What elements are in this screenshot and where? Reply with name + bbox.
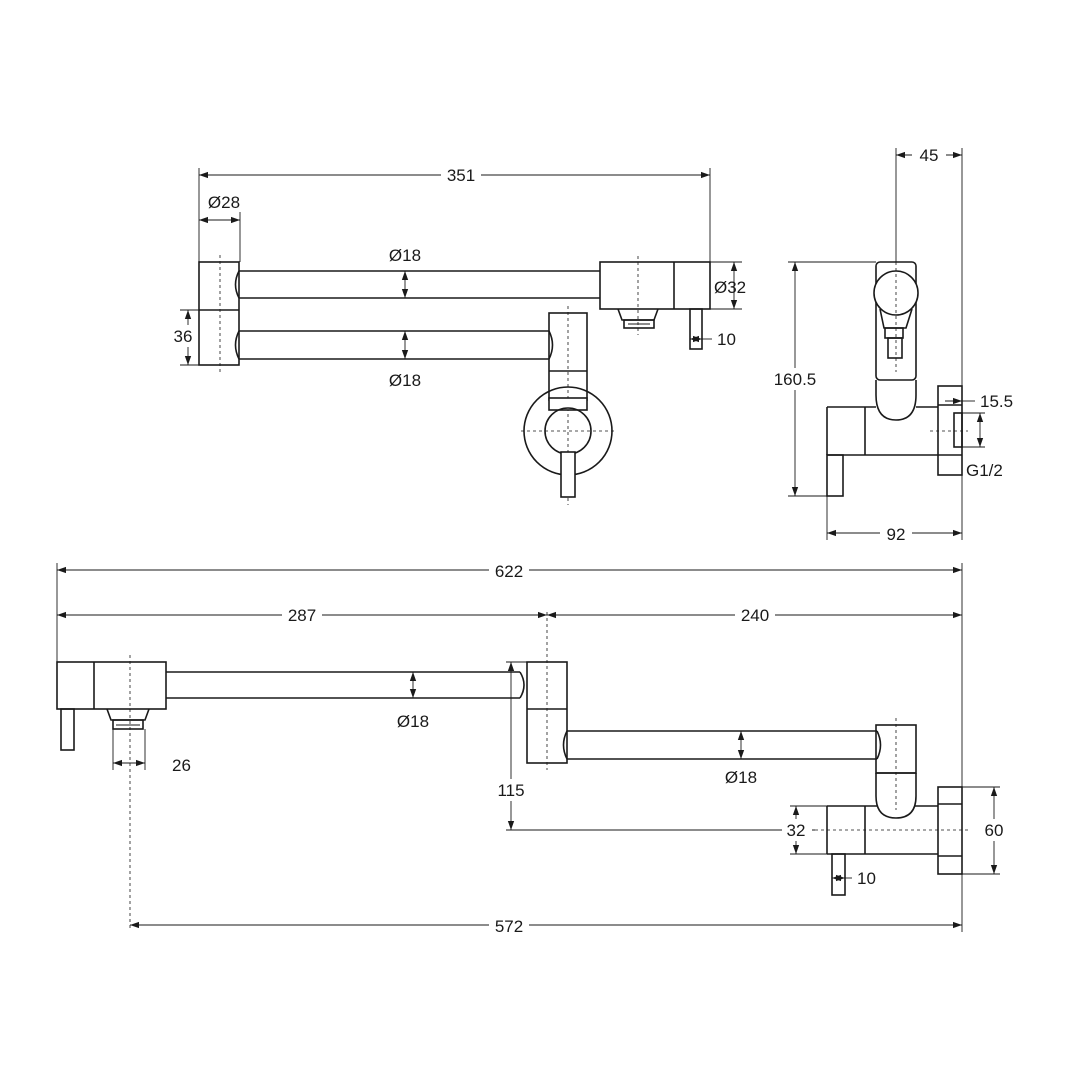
dim-reach-label: 572 (495, 917, 523, 936)
top-spout-block (599, 261, 711, 310)
front-handle-right (831, 853, 846, 896)
dim-upper-arm-label: Ø18 (389, 246, 421, 265)
dim-inner-arm-length-label: 240 (741, 606, 769, 625)
dim-depth-bottom-label: 92 (887, 525, 906, 544)
front-view: 622 287 240 Ø18 26 Ø18 115 32 60 10 (56, 560, 1010, 936)
front-spout-block (56, 661, 167, 710)
front-flange (937, 786, 963, 875)
dim-flange-height-label: 60 (985, 821, 1004, 840)
top-pivot-block (198, 261, 240, 366)
dim-depth-top-label: 45 (920, 146, 939, 165)
dim-outer-arm-length-label: 287 (288, 606, 316, 625)
side-flange (937, 385, 963, 476)
side-handle (826, 454, 844, 497)
dim-handle-width-front-label: 10 (857, 869, 876, 888)
top-handle (689, 308, 703, 350)
dim-aerator-width-label: 26 (172, 756, 191, 775)
dim-inner-arm-diameter-label: Ø18 (725, 768, 757, 787)
front-pivot-block (526, 661, 568, 764)
top-view: 351 Ø28 Ø18 Ø32 36 Ø18 10 (168, 164, 746, 505)
dim-flange-thickness-label: 15.5 (980, 392, 1013, 411)
dim-body-height-label: 32 (787, 821, 806, 840)
dim-drop-height-label: 115 (497, 781, 524, 800)
dim-overall-width-label: 351 (447, 166, 475, 185)
dim-thread-label: G1/2 (966, 461, 1003, 480)
front-handle-left (60, 708, 75, 751)
dim-outer-arm-diameter-label: Ø18 (397, 712, 429, 731)
dim-arm-spacing-label: 36 (174, 327, 193, 346)
dim-pivot-diameter-label: Ø28 (208, 193, 240, 212)
dim-lower-arm-label: Ø18 (389, 371, 421, 390)
dim-overall-length-label: 622 (495, 562, 523, 581)
dim-spout-diameter-label: Ø32 (714, 278, 746, 297)
side-view: 45 160.5 15.5 G1/2 92 (770, 144, 1013, 545)
dim-height-label: 160.5 (774, 370, 817, 389)
dim-handle-width-label: 10 (717, 330, 736, 349)
